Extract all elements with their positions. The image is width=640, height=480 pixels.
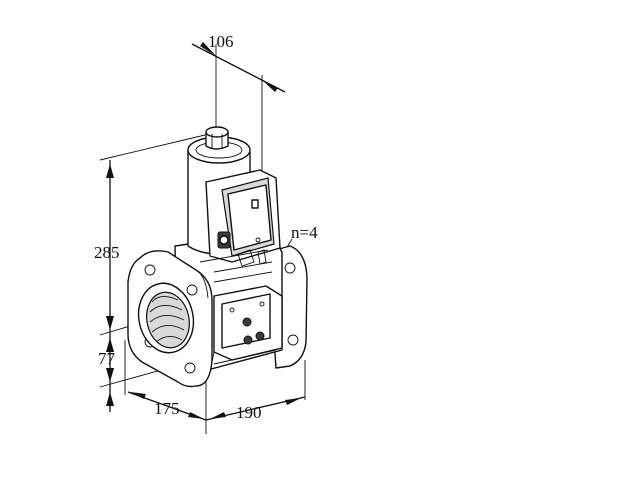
dimension-label-n4: n=4: [291, 223, 318, 242]
body-detail-lines: [199, 249, 273, 283]
front-flange: [127, 250, 213, 388]
connector-housing: [205, 169, 281, 267]
dimension-label-77: 77: [98, 349, 116, 368]
dimension-depth: 175: [124, 340, 207, 434]
dimension-width: 190: [205, 360, 306, 422]
dimension-label-106: 106: [208, 32, 234, 51]
dimension-label-190: 190: [236, 403, 262, 422]
pressure-module: [211, 285, 283, 365]
top-nut: [205, 126, 229, 150]
dimension-label-175: 175: [154, 399, 180, 418]
dimension-height: 285 77: [94, 134, 206, 412]
valve-body: [127, 126, 308, 388]
dimension-label-285: 285: [94, 243, 120, 262]
